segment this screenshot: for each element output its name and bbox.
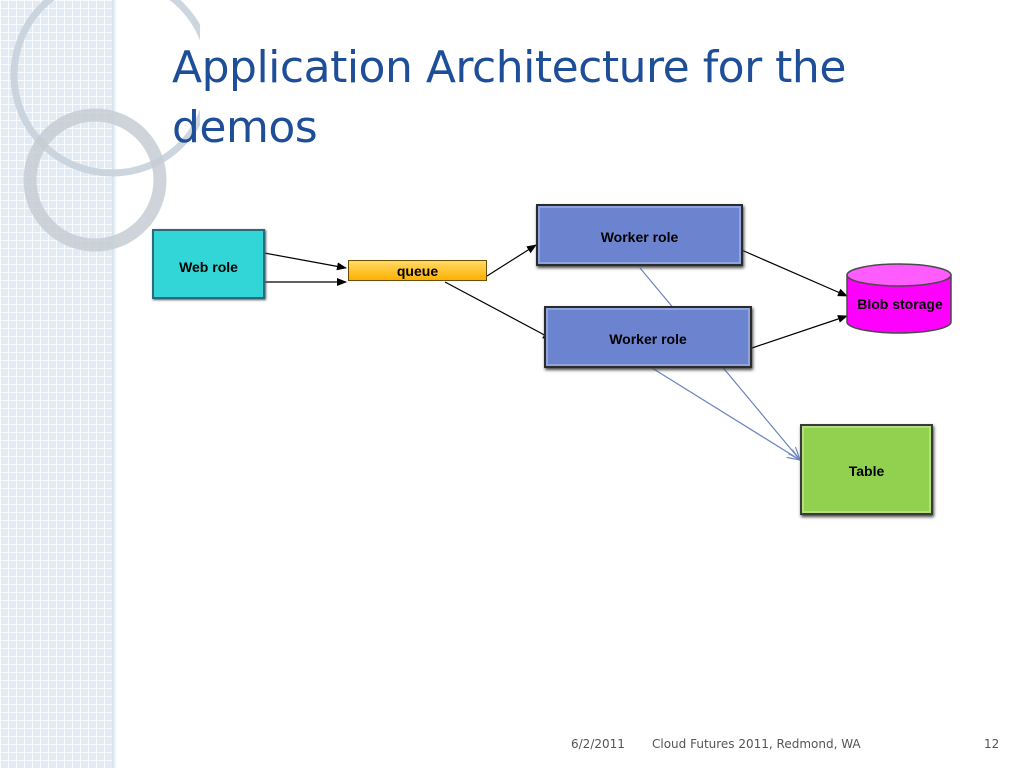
blob-storage-cylinder (846, 263, 952, 334)
footer-date: 6/2/2011 (571, 737, 625, 751)
page-title: Application Architecture for the demos (172, 42, 846, 153)
sidebar-edge (112, 0, 117, 768)
blob-storage-label: Blob storage (857, 296, 943, 312)
footer-page-number: 12 (984, 737, 1000, 751)
worker-role-node-2: Worker role (544, 306, 752, 368)
worker-role-node-1: Worker role (536, 204, 743, 266)
arrow-worker-2-to-blob (751, 315, 848, 349)
table-node: Table (800, 424, 933, 515)
arrow-worker-2-to-table (651, 367, 800, 460)
deco-circle-small (23, 108, 167, 252)
worker-role-1-label: Worker role (600, 229, 679, 245)
web-role-node: Web role (152, 229, 265, 299)
table-label: Table (848, 463, 885, 479)
arrow-queue-to-worker-1 (486, 244, 537, 277)
worker-role-2-label: Worker role (609, 331, 687, 347)
queue-label: queue (396, 262, 439, 279)
arrow-worker-1-to-blob (736, 247, 848, 297)
arrow-queue-to-worker-2 (444, 281, 553, 340)
web-role-label: Web role (179, 259, 238, 275)
decorative-circles (10, 0, 200, 252)
queue-node: queue (348, 260, 487, 281)
footer-event: Cloud Futures 2011, Redmond, WA (652, 737, 861, 751)
deco-circle-large (10, 0, 200, 177)
